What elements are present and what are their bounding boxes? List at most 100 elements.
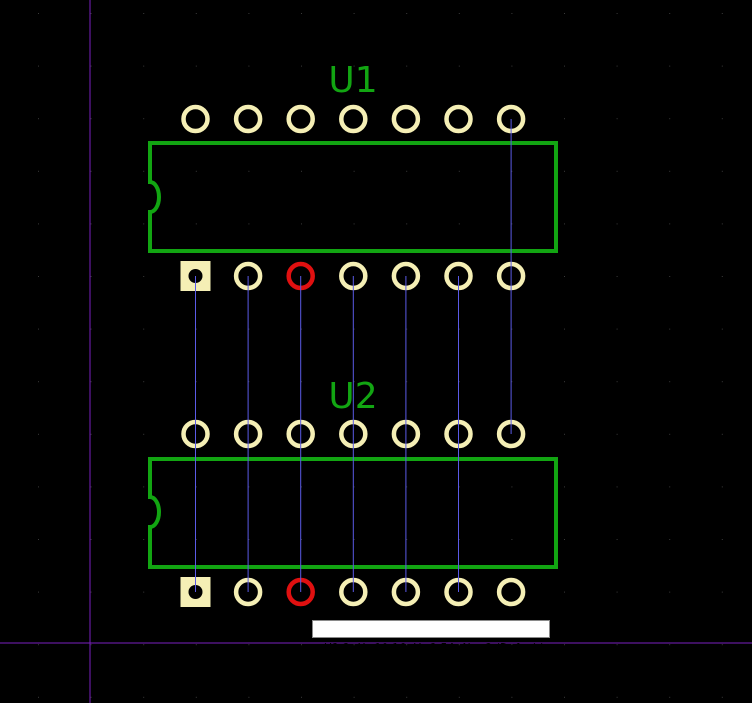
- grid-dot: [195, 486, 197, 488]
- grid-dot: [564, 170, 565, 172]
- grid-dot: [301, 644, 302, 646]
- grid-dot: [458, 696, 460, 698]
- grid-dot: [38, 644, 39, 646]
- grid-dot: [248, 381, 250, 383]
- grid-dot: [248, 13, 250, 14]
- grid-dot: [143, 591, 145, 593]
- grid-dot: [616, 328, 618, 330]
- grid-dot: [195, 65, 197, 67]
- grid-dot: [143, 276, 145, 277]
- grid-dot: [90, 644, 92, 646]
- grid-dot: [721, 433, 723, 435]
- pad-u1-9[interactable]: [444, 104, 473, 134]
- grid-dot: [143, 486, 145, 488]
- grid-dot: [38, 328, 39, 330]
- ic-body-outline-u1: [148, 141, 558, 253]
- grid-dot: [564, 433, 565, 435]
- grid-dot: [406, 486, 408, 488]
- grid-dot: [616, 486, 618, 488]
- grid-dot: [38, 276, 39, 277]
- grid-dot: [511, 486, 513, 488]
- grid-dot: [564, 486, 565, 488]
- grid-dot: [90, 696, 92, 698]
- grid-dot: [195, 539, 197, 540]
- grid-dot: [38, 118, 39, 120]
- grid-dot: [458, 381, 460, 383]
- grid-dot: [511, 65, 513, 67]
- grid-dot: [564, 539, 565, 540]
- pad-group-u1: [180, 104, 526, 291]
- grid-dot: [406, 696, 408, 698]
- grid-dot: [458, 539, 460, 540]
- grid-dot: [616, 433, 618, 435]
- grid-dot: [143, 539, 145, 540]
- grid-dot: [353, 328, 355, 330]
- grid-dot: [38, 696, 39, 698]
- grid-dot: [564, 381, 565, 383]
- grid-dot: [38, 591, 39, 593]
- grid-dot: [353, 13, 355, 14]
- pad-u2-7[interactable]: [496, 577, 526, 607]
- pad-group-u2: [180, 419, 526, 607]
- pad-u1-12[interactable]: [286, 104, 315, 134]
- grid-dot: [616, 539, 618, 540]
- grid-dot: [406, 170, 408, 172]
- grid-dot: [90, 486, 92, 488]
- grid-dot: [143, 65, 145, 67]
- grid-dot: [38, 381, 39, 383]
- reference-label-u1[interactable]: U1: [328, 60, 377, 101]
- grid-dot: [721, 696, 723, 698]
- grid-dot: [616, 118, 618, 120]
- grid-dot: [90, 539, 92, 540]
- grid-dot: [511, 170, 513, 172]
- grid-dot: [669, 223, 671, 225]
- grid-dot: [616, 13, 618, 14]
- grid-dot: [38, 170, 39, 172]
- grid-dot: [301, 170, 302, 172]
- grid-dot: [38, 13, 39, 14]
- grid-dot: [38, 65, 39, 67]
- grid-dot: [353, 644, 355, 646]
- pad-u1-10[interactable]: [391, 104, 421, 134]
- grid-dot: [301, 328, 302, 330]
- grid-dot: [195, 381, 197, 383]
- grid-dot: [38, 486, 39, 488]
- grid-dot: [195, 328, 197, 330]
- grid-dot: [721, 65, 723, 67]
- grid-dot: [90, 381, 92, 383]
- grid-dot: [458, 223, 460, 225]
- ic-body-outline-u2: [148, 457, 558, 569]
- grid-dot: [616, 170, 618, 172]
- grid-dot: [248, 539, 250, 540]
- grid-dot: [406, 381, 408, 383]
- grid-dot: [511, 328, 513, 330]
- grid-dot: [38, 539, 39, 540]
- grid-dot: [616, 381, 618, 383]
- grid-dot: [669, 276, 671, 277]
- tooltip-y: Y=2,54: [414, 641, 455, 654]
- grid-dot: [90, 223, 92, 225]
- pad-u1-11[interactable]: [339, 104, 368, 134]
- grid-dot: [616, 65, 618, 67]
- component-u1[interactable]: U1: [148, 60, 558, 291]
- grid-dot: [406, 13, 408, 14]
- grid-dot: [616, 696, 618, 698]
- grid-dot: [458, 644, 460, 646]
- grid-dot: [406, 539, 408, 540]
- grid-dot: [616, 223, 618, 225]
- grid-dot: [511, 13, 513, 14]
- grid-dots: [38, 13, 723, 698]
- pad-u1-14[interactable]: [181, 104, 210, 134]
- grid-dot: [90, 170, 92, 172]
- grid-dot: [195, 644, 197, 646]
- grid-dot: [195, 223, 197, 225]
- grid-dot: [616, 591, 618, 593]
- pad-u1-13[interactable]: [233, 104, 263, 134]
- grid-dot: [143, 170, 145, 172]
- grid-dot: [195, 170, 197, 172]
- grid-dot: [301, 13, 302, 14]
- grid-dot: [143, 696, 145, 698]
